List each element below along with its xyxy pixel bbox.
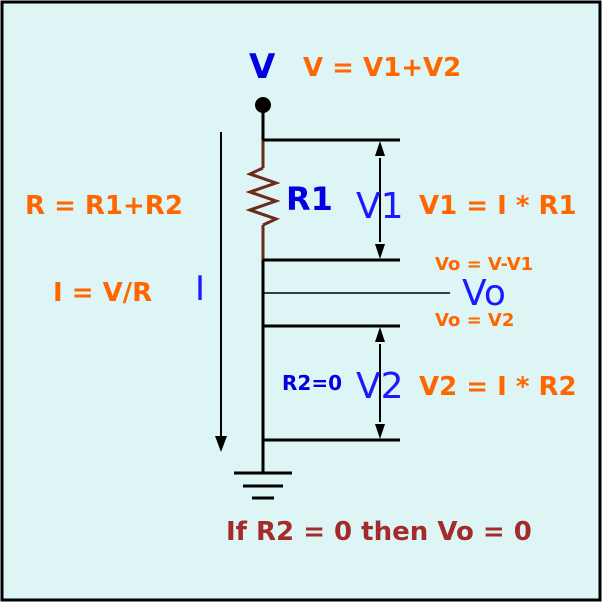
v1-formula: V1 = I * R1 xyxy=(419,191,577,221)
vo-formula-2: Vo = V2 xyxy=(435,310,514,331)
v1-arrowhead-down xyxy=(375,244,385,259)
r-sum-formula: R = R1+R2 xyxy=(25,191,183,221)
v2-formula: V2 = I * R2 xyxy=(419,372,577,402)
vo-formula-1: Vo = V-V1 xyxy=(435,254,533,275)
current-arrowhead xyxy=(215,436,227,452)
current-formula: I = V/R xyxy=(53,278,152,308)
vo-label: Vo xyxy=(462,273,506,314)
node-v-label: V xyxy=(249,47,276,87)
current-symbol-label: I xyxy=(195,269,205,309)
v1-label: V1 xyxy=(356,186,404,227)
resistor-r1-zigzag xyxy=(245,166,281,227)
r2-zero-label: R2=0 xyxy=(282,371,342,395)
v2-arrowhead-up xyxy=(375,327,385,342)
r1-label: R1 xyxy=(286,180,333,218)
v2-arrowhead-down xyxy=(375,424,385,439)
v-sum-formula: V = V1+V2 xyxy=(303,53,461,83)
v1-arrowhead-up xyxy=(375,141,385,156)
conclusion-text: If R2 = 0 then Vo = 0 xyxy=(226,517,532,547)
v2-label: V2 xyxy=(356,366,404,407)
